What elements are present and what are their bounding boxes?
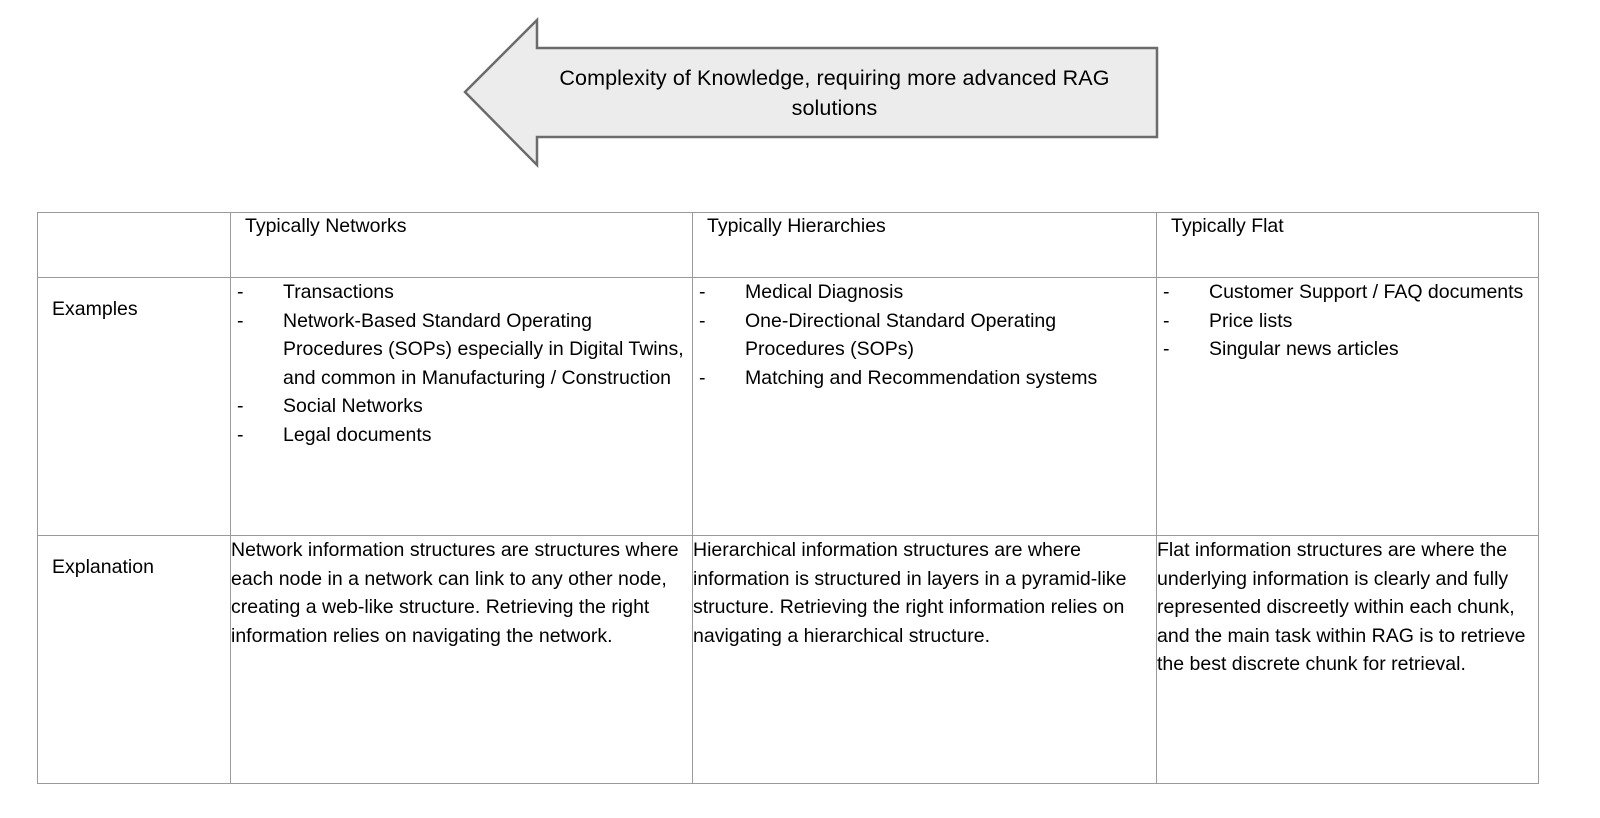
bullet-dash: - [237, 395, 244, 418]
information-structures-table: Typically Networks Typically Hierarchies… [37, 212, 1539, 784]
explanation-text-networks: Network information structures are struc… [231, 539, 679, 647]
list-item: - Matching and Recommendation systems [693, 364, 1156, 393]
list-item: - Customer Support / FAQ documents [1157, 278, 1538, 307]
table-row-examples: Examples - Transactions - Network-Based … [37, 277, 1539, 536]
explanation-cell-networks: Network information structures are struc… [230, 535, 693, 784]
list-item: - One-Directional Standard Operating Pro… [693, 307, 1156, 364]
bullet-dash: - [237, 309, 244, 332]
list-item-text: Price lists [1209, 309, 1293, 332]
list-item-text: Medical Diagnosis [745, 281, 904, 303]
row-label-cell-examples: Examples [37, 277, 231, 536]
table-row-explanation: Explanation Network information structur… [37, 535, 1539, 784]
list-item-text: Legal documents [283, 423, 432, 446]
header-label-hierarchies: Typically Hierarchies [707, 215, 886, 237]
bullet-dash: - [699, 309, 706, 332]
bullet-dash: - [1163, 338, 1170, 361]
explanation-text-flat: Flat information structures are where th… [1157, 539, 1526, 676]
bullet-dash: - [699, 281, 706, 303]
header-label-networks: Typically Networks [245, 215, 407, 237]
list-item-text: Customer Support / FAQ documents [1209, 281, 1524, 303]
row-label-explanation: Explanation [52, 556, 154, 578]
bullet-dash: - [237, 423, 244, 446]
complexity-arrow-banner: Complexity of Knowledge, requiring more … [462, 12, 1160, 174]
list-item-text: Singular news articles [1209, 338, 1399, 361]
examples-list-flat: - Customer Support / FAQ documents - Pri… [1157, 278, 1538, 364]
examples-cell-flat: - Customer Support / FAQ documents - Pri… [1156, 277, 1539, 536]
left-arrow-icon [463, 16, 1159, 169]
explanation-cell-flat: Flat information structures are where th… [1156, 535, 1539, 784]
row-label-examples: Examples [52, 298, 138, 320]
list-item: - Medical Diagnosis [693, 278, 1156, 307]
list-item-text: Matching and Recommendation systems [745, 366, 1098, 389]
header-cell-flat: Typically Flat [1156, 212, 1539, 278]
header-label-flat: Typically Flat [1171, 215, 1284, 237]
list-item: - Price lists [1157, 307, 1538, 336]
list-item-text: Social Networks [283, 395, 423, 418]
list-item: - Social Networks [231, 392, 692, 421]
list-item: - Legal documents [231, 421, 692, 450]
list-item: - Singular news articles [1157, 335, 1538, 364]
examples-list-networks: - Transactions - Network-Based Standard … [231, 278, 692, 450]
header-cell-blank [37, 212, 231, 278]
bullet-dash: - [1163, 281, 1170, 303]
examples-cell-networks: - Transactions - Network-Based Standard … [230, 277, 693, 536]
explanation-text-hierarchies: Hierarchical information structures are … [693, 539, 1127, 647]
list-item-text: Network-Based Standard Operating Procedu… [283, 309, 684, 389]
bullet-dash: - [699, 366, 706, 389]
header-cell-networks: Typically Networks [230, 212, 693, 278]
bullet-dash: - [1163, 309, 1170, 332]
bullet-dash: - [237, 281, 244, 303]
explanation-cell-hierarchies: Hierarchical information structures are … [692, 535, 1157, 784]
list-item-text: Transactions [283, 281, 394, 303]
header-cell-hierarchies: Typically Hierarchies [692, 212, 1157, 278]
list-item-text: One-Directional Standard Operating Proce… [745, 309, 1057, 361]
arrow-label-text: Complexity of Knowledge, requiring more … [559, 66, 1110, 120]
table-header-row: Typically Networks Typically Hierarchies… [37, 212, 1539, 278]
list-item: - Network-Based Standard Operating Proce… [231, 307, 692, 393]
examples-list-hierarchies: - Medical Diagnosis - One-Directional St… [693, 278, 1156, 392]
examples-cell-hierarchies: - Medical Diagnosis - One-Directional St… [692, 277, 1157, 536]
list-item: - Transactions [231, 278, 692, 307]
row-label-cell-explanation: Explanation [37, 535, 231, 784]
